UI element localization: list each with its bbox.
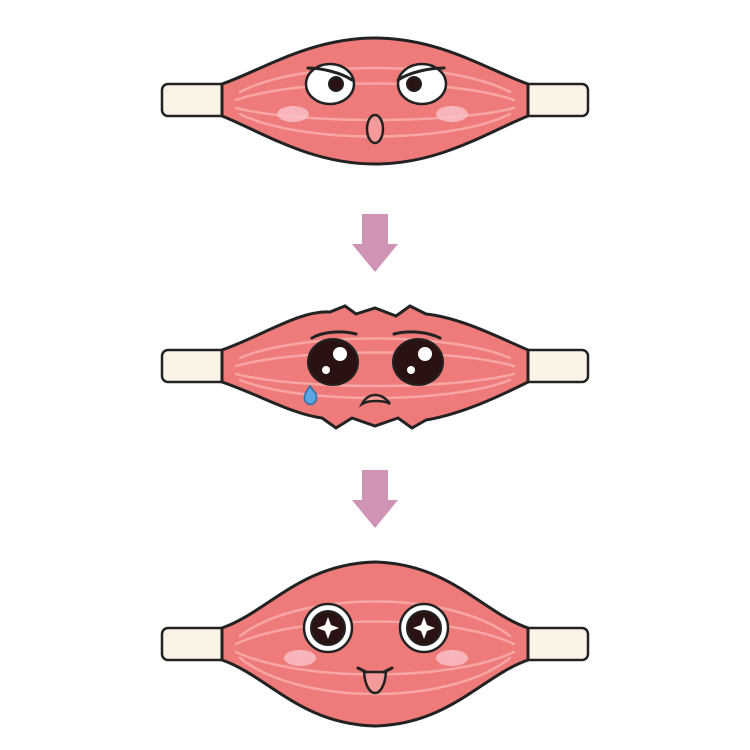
muscle-stage-flexed — [160, 36, 590, 166]
right-blush — [436, 650, 468, 666]
sad-mouth — [358, 393, 392, 408]
left-blush — [284, 650, 316, 666]
mouth-corner-left — [356, 666, 368, 674]
left-eye — [307, 338, 359, 386]
muscle-belly — [220, 560, 530, 728]
left-eyebrow — [306, 66, 354, 82]
right-pupil — [406, 76, 422, 92]
left-eye-highlight-small — [322, 366, 330, 374]
open-mouth — [365, 113, 385, 145]
down-arrow-icon — [352, 470, 398, 528]
left-eye-highlight — [333, 347, 347, 361]
right-sparkle-icon — [413, 617, 435, 639]
right-blush — [436, 106, 468, 122]
muscle-stage-torn — [160, 304, 590, 430]
muscle-stage-recovered — [160, 560, 590, 728]
teardrop-icon — [303, 384, 318, 406]
left-blush — [277, 106, 309, 122]
down-arrow-icon — [352, 214, 398, 272]
left-eyebrow — [310, 330, 358, 340]
right-eyebrow — [396, 66, 446, 82]
right-eye-highlight — [418, 347, 432, 361]
right-eye — [392, 338, 444, 386]
left-sparkle-icon — [317, 617, 339, 639]
right-eye-highlight-small — [407, 366, 415, 374]
muscle-belly — [220, 36, 530, 166]
right-eyebrow — [392, 330, 442, 340]
mouth-corner-right — [382, 666, 394, 674]
left-pupil — [328, 76, 344, 92]
muscle-belly-torn — [220, 304, 530, 430]
